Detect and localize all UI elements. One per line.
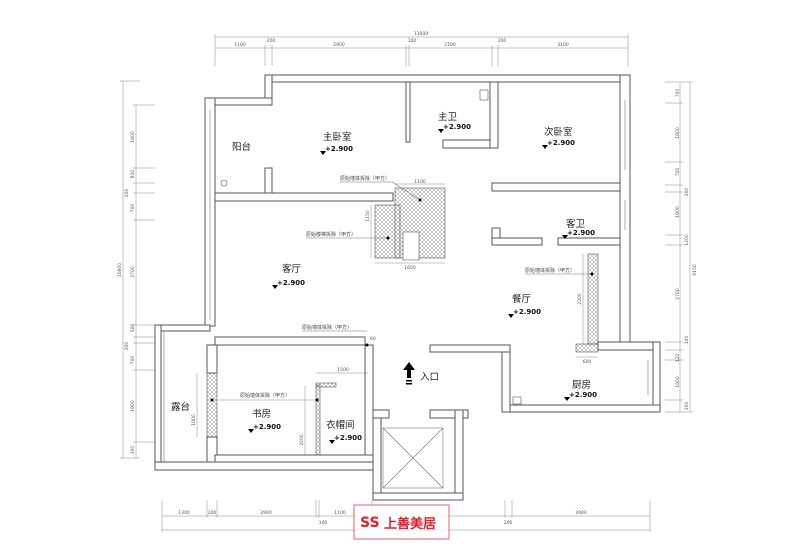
top-dimensions: 11000 1100 200 2900 100 2100 200 3100: [214, 31, 629, 66]
svg-text:+2.900: +2.900: [569, 391, 597, 399]
dim-right-3: 700: [675, 168, 681, 177]
logo-text: 上善美居: [384, 516, 436, 532]
sink-icon: [512, 396, 522, 405]
dim-right-8: 100: [684, 336, 690, 345]
dim-terrace-hatch: 1800: [191, 414, 197, 426]
brand-logo: SS 上善美居: [353, 504, 450, 540]
demolition-notes: 原始墙体拆除（甲方） 原始楼梯拆除（甲方） 原始墙体拆除（甲方） 原始墙体拆除（…: [210, 175, 594, 402]
dim-right-2: 1800: [675, 127, 681, 139]
room-master-bath: 主卫: [438, 111, 458, 123]
entrance-arrow-icon: [403, 362, 415, 385]
dim-right-1: 700: [675, 89, 681, 98]
fixture-icon: [479, 89, 489, 101]
right-dimensions: 9150 700 1800 700 200 1800 1200 2700 100…: [665, 81, 698, 413]
room-master-bedroom: 主卧室: [323, 131, 352, 143]
bottom-dimensions: 1300 200 2900 1100 100 200 3900: [161, 500, 651, 532]
room-cloakroom: 衣帽间: [326, 419, 355, 431]
dim-left-9: 1800: [130, 400, 136, 412]
note-wall-demolition-1: 原始墙体拆除（甲方）: [340, 175, 390, 182]
note-wall-demolition-2: 原始墙体拆除（甲方）: [525, 267, 575, 274]
walls: [154, 74, 661, 501]
dim-right-11: 300: [684, 402, 690, 411]
dim-top-5: 2100: [444, 42, 456, 48]
room-guest-bath: 客卫: [566, 218, 586, 230]
dim-top-total: 11000: [414, 31, 428, 37]
dim-bottom-1: 1300: [178, 510, 190, 516]
dim-right-4: 200: [684, 188, 690, 197]
dim-entry-small: 60: [370, 336, 376, 342]
svg-text:+2.900: +2.900: [253, 423, 281, 431]
dim-top-2: 200: [267, 38, 276, 44]
note-stair-demolition: 原始楼梯拆除（甲方）: [306, 231, 356, 238]
svg-text:+2.900: +2.900: [513, 308, 541, 316]
elev-guest-bath: +2.900: [562, 229, 595, 239]
dim-right-10: 1800: [675, 376, 681, 388]
elev-second-bedroom: +2.900: [542, 139, 575, 149]
dim-bottom-5: 100: [319, 520, 328, 526]
svg-text:+2.900: +2.900: [325, 145, 353, 153]
stair-hatch-left: [374, 204, 401, 259]
drain-icon: [220, 179, 228, 187]
dim-cloak-width: 1500: [337, 367, 349, 373]
room-entrance: 入口: [420, 372, 439, 383]
elev-dining: +2.900: [508, 308, 541, 318]
dim-dining-hatch: 2300: [577, 293, 583, 305]
elev-study: +2.900: [248, 423, 281, 433]
room-labels: 阳台 主卧室 主卫 次卧室 客卫 客厅 餐厅 露台 书房 衣帽间 厨房 入口: [171, 111, 591, 431]
dim-right-9: 120: [675, 354, 681, 363]
dim-stair-side: 1150: [365, 210, 371, 222]
dim-kitchen-hatch: 600: [583, 359, 592, 365]
dim-left-5: 2700: [130, 266, 136, 278]
dim-bottom-2: 200: [208, 510, 217, 516]
elev-living: +2.900: [272, 279, 305, 289]
dim-bottom-7: 3900: [575, 510, 587, 516]
dim-right-7: 2700: [675, 288, 681, 300]
dim-top-6: 200: [498, 38, 507, 44]
dim-bottom-6: 200: [504, 520, 513, 526]
svg-text:+2.900: +2.900: [443, 123, 471, 131]
dim-left-8: 700: [130, 356, 136, 365]
room-living: 客厅: [282, 263, 302, 275]
svg-text:+2.900: +2.900: [567, 229, 595, 237]
svg-text:+2.900: +2.900: [334, 434, 362, 442]
dim-right-total: 9150: [692, 264, 698, 276]
dim-bottom-3: 2900: [260, 510, 272, 516]
elevation-marks: +2.900 +2.900 +2.900 +2.900 +2.900 +2.90…: [248, 123, 597, 444]
dim-right-6: 1200: [684, 234, 690, 246]
elev-master-bath: +2.900: [438, 123, 471, 133]
dim-left-6: 500: [130, 324, 136, 333]
dim-left-total: 10600: [117, 263, 123, 277]
dim-bottom-4: 1100: [334, 510, 346, 516]
dim-stair-bottom: 1600: [404, 265, 416, 271]
elev-cloakroom: +2.900: [329, 434, 362, 444]
left-dimensions: 10600 1800 810 200 700 2700 500 200 700 …: [117, 80, 155, 459]
dim-top-1: 1100: [234, 42, 246, 48]
room-kitchen: 厨房: [572, 379, 591, 391]
svg-text:+2.900: +2.900: [547, 139, 575, 147]
svg-text:+2.900: +2.900: [277, 279, 305, 287]
note-wall-demolition-3: 原始墙体拆除（甲方）: [302, 324, 352, 331]
dim-left-4: 700: [130, 204, 136, 213]
room-dining: 餐厅: [512, 293, 532, 305]
dim-left-2: 810: [130, 170, 136, 179]
note-wall-demolition-4: 原始墙体拆除（甲方）: [240, 392, 290, 399]
dim-left-10: 300: [130, 446, 136, 455]
logo-mark: SS: [360, 515, 380, 531]
room-study: 书房: [252, 408, 271, 420]
dim-left-7: 200: [124, 342, 130, 351]
dim-left-3: 200: [124, 189, 130, 198]
dim-stair-top: 1100: [414, 179, 426, 185]
dim-top-7: 3100: [557, 42, 569, 48]
elev-kitchen: +2.900: [564, 391, 597, 401]
dim-right-5: 1800: [675, 206, 681, 218]
room-terrace: 露台: [171, 401, 190, 413]
dim-top-3: 2900: [333, 42, 345, 48]
elev-master-bedroom: +2.900: [320, 145, 353, 155]
dim-cloak-height: 2000: [299, 434, 305, 446]
room-balcony: 阳台: [232, 141, 251, 153]
room-second-bedroom: 次卧室: [544, 126, 573, 138]
dim-left-1: 1800: [130, 131, 136, 143]
dim-top-4: 100: [408, 38, 417, 44]
